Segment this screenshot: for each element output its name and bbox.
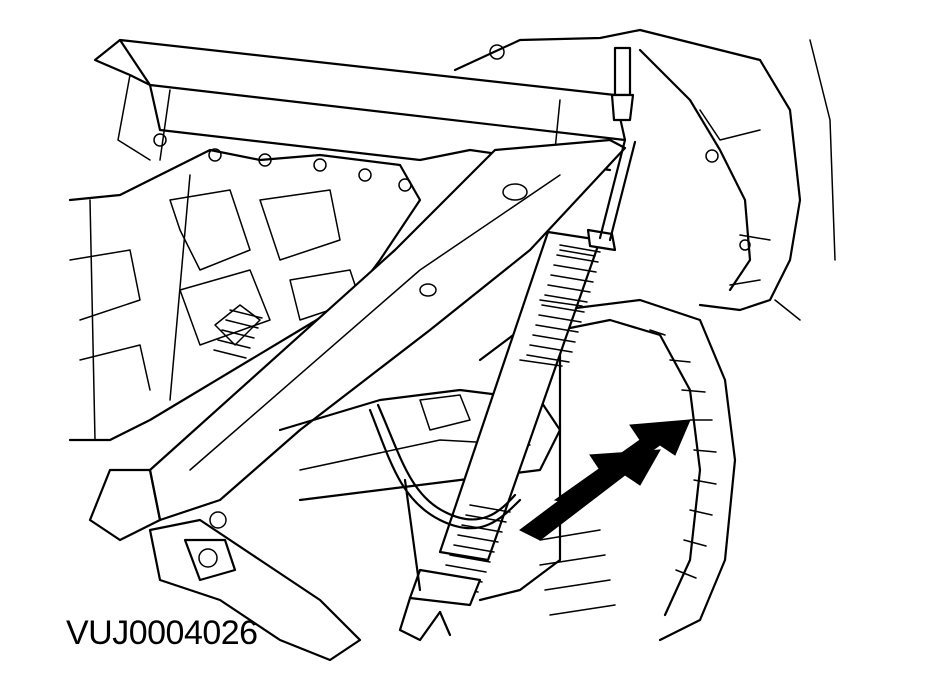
engine-bay-detail — [68, 133, 422, 442]
cross-member — [88, 138, 627, 542]
lower-strut-mount — [398, 568, 482, 642]
right-body-panel — [453, 28, 836, 321]
arrow-icon — [519, 419, 691, 541]
figure-reference-code: VUJ0004026 — [66, 614, 258, 652]
strut-assembly — [438, 46, 637, 562]
lower-arm — [148, 388, 562, 662]
brake-hose — [368, 403, 522, 592]
